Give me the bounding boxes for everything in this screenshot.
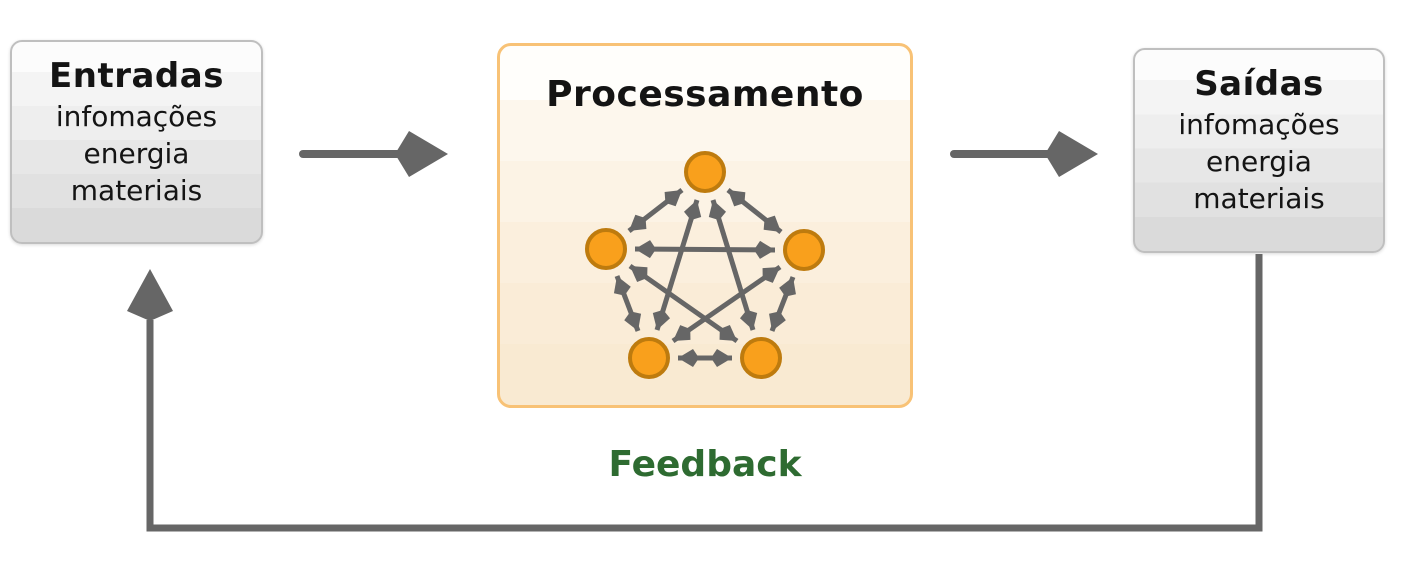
processamento-box: Processamento	[497, 43, 913, 408]
entradas-box: Entradas infomações energia materiais	[10, 40, 263, 244]
entradas-line-1: infomações	[55, 100, 218, 133]
arrow-processamento-to-saidas-icon	[950, 131, 1098, 177]
entradas-title: Entradas	[49, 56, 224, 96]
saidas-line-1: infomações	[1178, 108, 1340, 141]
entradas-line-3: materiais	[70, 174, 203, 207]
feedback-label: Feedback	[608, 444, 802, 485]
saidas-line-2: energia	[1206, 145, 1312, 178]
entradas-line-2: energia	[83, 137, 190, 170]
arrow-entradas-to-processamento-icon	[299, 131, 448, 177]
saidas-title: Saídas	[1194, 64, 1324, 104]
saidas-box: Saídas infomações energia materiais	[1133, 48, 1385, 253]
processamento-title: Processamento	[546, 74, 864, 115]
saidas-line-3: materiais	[1193, 182, 1325, 215]
